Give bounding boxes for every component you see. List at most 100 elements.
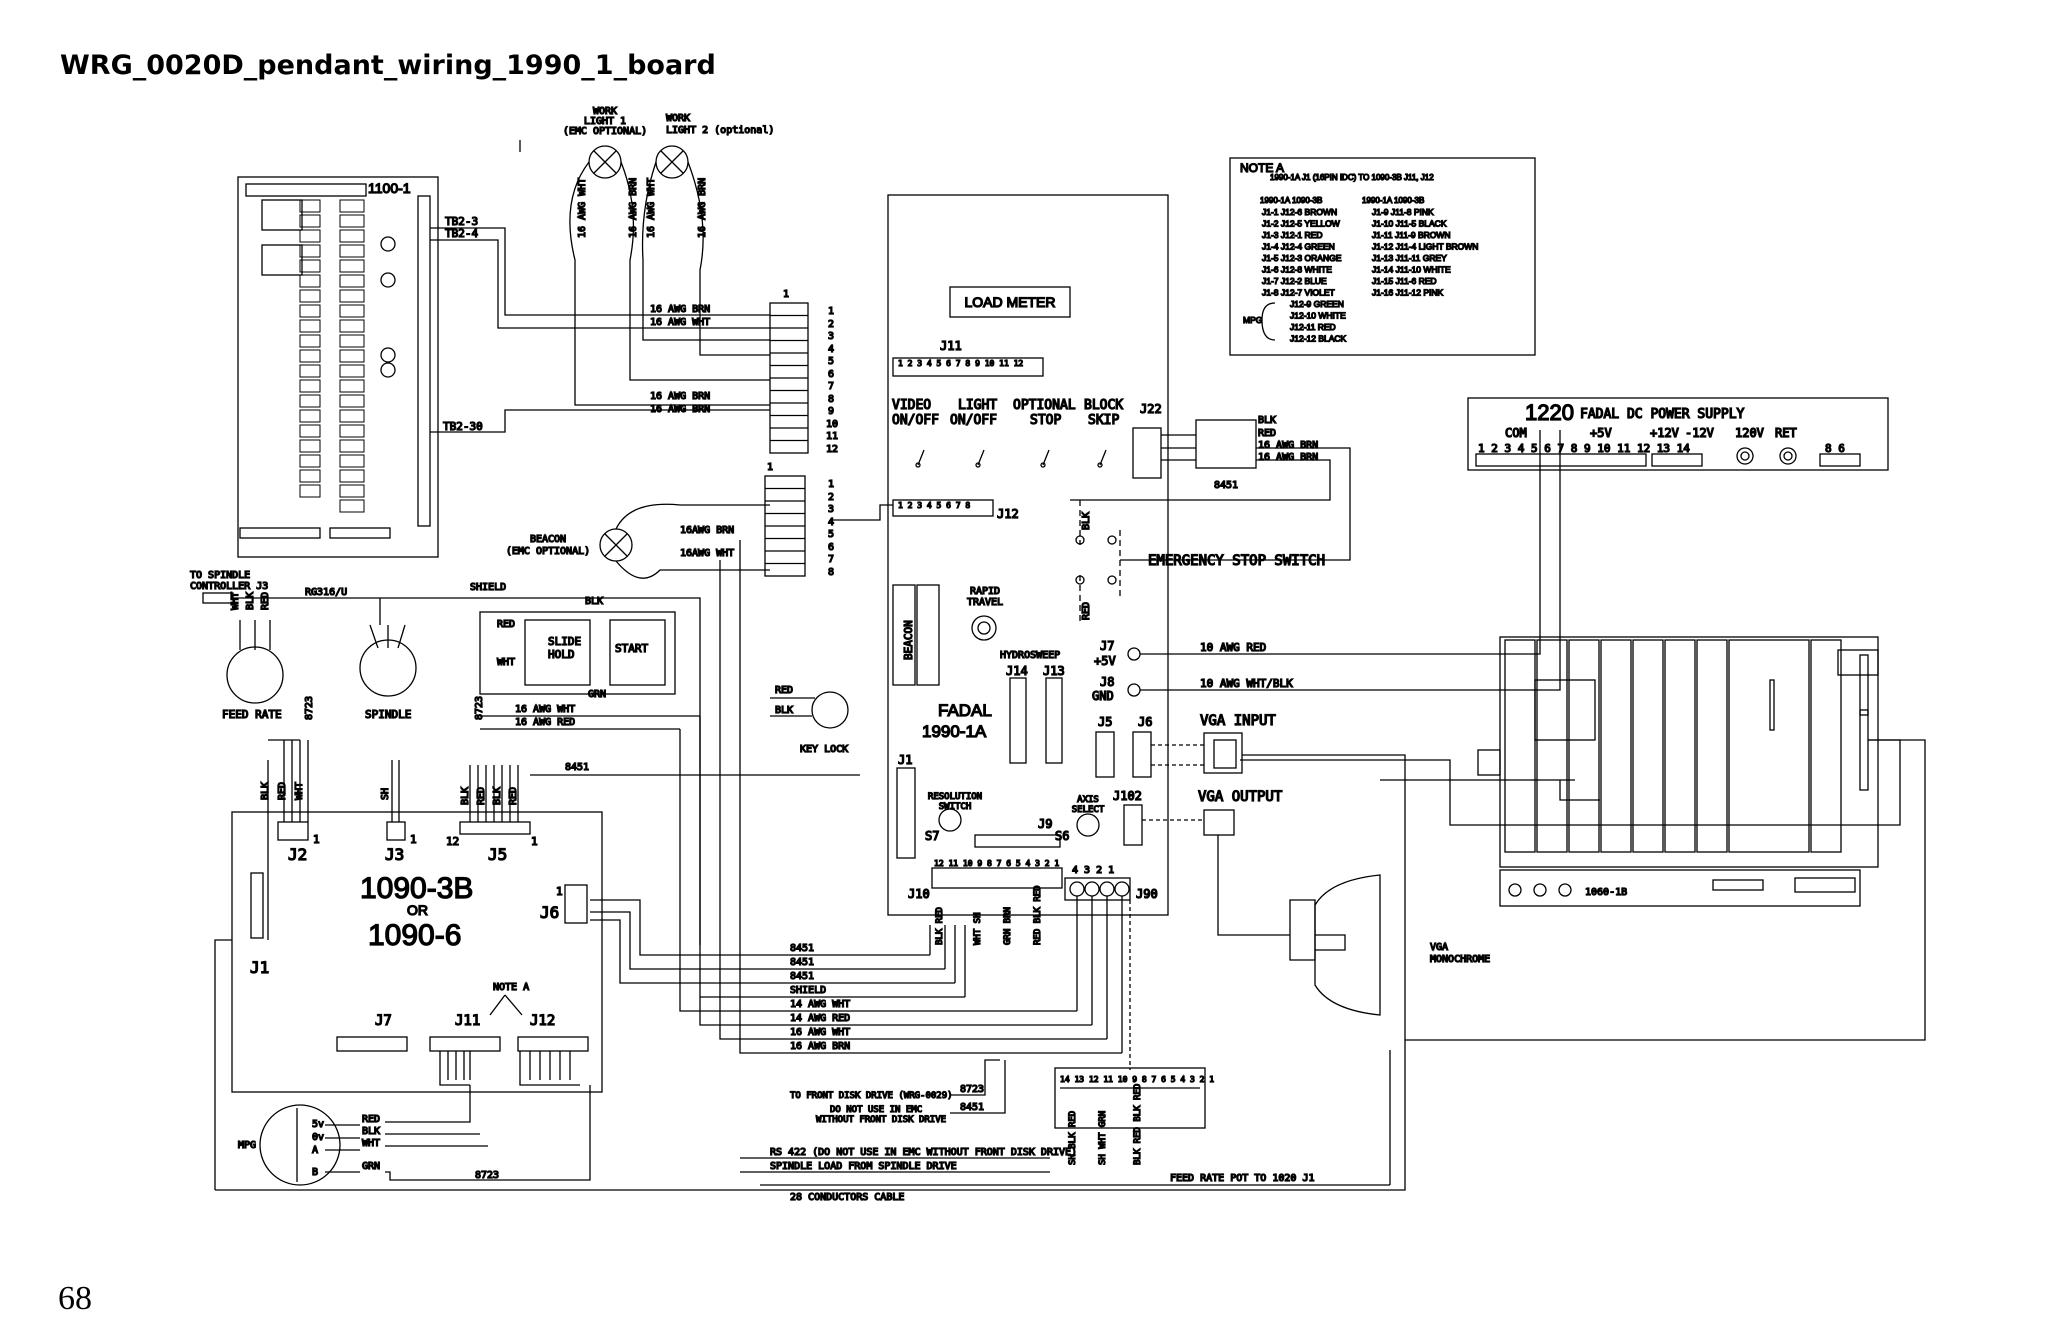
svg-text:RED: RED bbox=[1258, 428, 1276, 439]
svg-text:GRN: GRN bbox=[588, 689, 606, 700]
svg-text:BLK: BLK bbox=[1258, 415, 1276, 426]
svg-text:10: 10 bbox=[826, 419, 838, 430]
svg-text:7: 7 bbox=[828, 554, 834, 565]
svg-text:SHIELD: SHIELD bbox=[470, 582, 506, 593]
axis-select-switch: AXIS SELECT S6 bbox=[1054, 794, 1105, 843]
svg-text:J1-16 J11-12 PINK: J1-16 J11-12 PINK bbox=[1372, 288, 1444, 298]
svg-text:14 AWG WHT: 14 AWG WHT bbox=[790, 999, 850, 1010]
svg-text:RG316/U: RG316/U bbox=[305, 587, 347, 598]
svg-text:16 AWG BRN: 16 AWG BRN bbox=[1258, 452, 1318, 463]
svg-text:16 AWG WHT: 16 AWG WHT bbox=[646, 178, 657, 238]
svg-text:8723: 8723 bbox=[960, 1084, 984, 1095]
connector-j12-1990 bbox=[892, 499, 994, 517]
connector-j7-1090 bbox=[336, 1036, 408, 1052]
svg-text:4 3 2 1: 4 3 2 1 bbox=[1072, 865, 1114, 876]
wire-16awg-wht-beacon: 16AWG WHT bbox=[680, 548, 734, 559]
svg-text:1990-1A J1 (16PIN IDC) TO 1090: 1990-1A J1 (16PIN IDC) TO 1090-3B J11, J… bbox=[1270, 173, 1434, 182]
spindle-controller-plug bbox=[202, 592, 234, 604]
svg-text:J1-10 J11-5 BLACK: J1-10 J11-5 BLACK bbox=[1372, 219, 1447, 229]
svg-text:J5: J5 bbox=[1098, 715, 1112, 729]
svg-text:(EMC OPTIONAL): (EMC OPTIONAL) bbox=[506, 546, 590, 557]
svg-text:J7: J7 bbox=[375, 1013, 392, 1029]
svg-text:BLK: BLK bbox=[775, 705, 793, 716]
connector-j90 bbox=[1064, 877, 1131, 901]
vga-input-connector bbox=[1151, 732, 1406, 1040]
svg-text:5: 5 bbox=[828, 356, 834, 367]
svg-text:1: 1 bbox=[531, 835, 538, 848]
svg-text:7: 7 bbox=[828, 381, 834, 392]
svg-text:1: 1 bbox=[410, 833, 417, 846]
svg-text:28 CONDUCTORS CABLE: 28 CONDUCTORS CABLE bbox=[790, 1192, 904, 1203]
svg-text:0v: 0v bbox=[312, 1132, 324, 1143]
svg-text:BEACON: BEACON bbox=[902, 620, 915, 660]
svg-text:+5V: +5V bbox=[1590, 426, 1612, 440]
connector-j22 bbox=[1132, 427, 1162, 479]
vga-output-label: VGA OUTPUT bbox=[1198, 789, 1283, 805]
svg-text:TRAVEL: TRAVEL bbox=[967, 597, 1003, 608]
svg-text:RESOLUTION: RESOLUTION bbox=[928, 792, 982, 802]
svg-text:SH BLK RED: SH BLK RED bbox=[1068, 1111, 1078, 1165]
video-switch-label: VIDEO bbox=[892, 398, 931, 413]
svg-text:J1-1 J12-6 BROWN: J1-1 J12-6 BROWN bbox=[1262, 207, 1337, 217]
svg-text:BLK RED: BLK RED bbox=[935, 907, 945, 945]
connector-j102 bbox=[1123, 804, 1143, 846]
svg-text:+12V: +12V bbox=[1650, 426, 1679, 440]
vga-input-label: VGA INPUT bbox=[1200, 713, 1276, 729]
svg-text:8723: 8723 bbox=[475, 1170, 499, 1181]
svg-text:J5: J5 bbox=[488, 845, 507, 864]
svg-text:TO FRONT DISK DRIVE (WRG-0029): TO FRONT DISK DRIVE (WRG-0029) bbox=[790, 1091, 953, 1101]
svg-text:J1-13 J11-11 GREY: J1-13 J11-11 GREY bbox=[1372, 253, 1447, 263]
tb2-3-label: TB2-3 bbox=[445, 215, 478, 228]
connector-j1-1990 bbox=[896, 767, 916, 859]
resolution-switch: RESOLUTION SWITCH S7 bbox=[924, 791, 982, 843]
svg-text:RED: RED bbox=[476, 787, 487, 805]
svg-text:BLK: BLK bbox=[585, 596, 603, 607]
connector-j1-1090 bbox=[250, 872, 264, 939]
connector-j11-1990 bbox=[892, 357, 1044, 377]
svg-text:8: 8 bbox=[828, 567, 834, 578]
svg-text:4: 4 bbox=[828, 344, 834, 355]
svg-text:SPINDLE: SPINDLE bbox=[365, 708, 411, 721]
svg-text:J12-11 RED: J12-11 RED bbox=[1290, 322, 1336, 332]
svg-text:BLK: BLK bbox=[362, 1126, 380, 1137]
svg-text:BLK RED BLK RED: BLK RED BLK RED bbox=[1133, 1084, 1143, 1165]
board-1100-label: 1100-1 bbox=[368, 180, 411, 196]
svg-text:WHT: WHT bbox=[294, 782, 305, 800]
svg-text:2: 2 bbox=[828, 492, 834, 503]
svg-text:LIGHT 2 (optional): LIGHT 2 (optional) bbox=[666, 125, 774, 136]
svg-text:8451: 8451 bbox=[790, 943, 814, 954]
svg-text:MONOCHROME: MONOCHROME bbox=[1430, 954, 1490, 965]
svg-text:1 2 3 4 5 6 7 8 9 10 11 12: 1 2 3 4 5 6 7 8 9 10 11 12 bbox=[898, 359, 1023, 368]
svg-text:8451: 8451 bbox=[565, 762, 589, 773]
svg-text:J90: J90 bbox=[1136, 887, 1158, 901]
svg-text:120V: 120V bbox=[1735, 426, 1764, 440]
svg-text:1: 1 bbox=[783, 289, 789, 300]
toggle-switches bbox=[915, 449, 1107, 468]
svg-text:BLK: BLK bbox=[260, 782, 271, 800]
svg-text:ON/OFF: ON/OFF bbox=[950, 413, 997, 428]
wire-10awg-red: 10 AWG RED bbox=[1200, 641, 1266, 654]
svg-text:B: B bbox=[312, 1167, 318, 1178]
svg-text:1090-6: 1090-6 bbox=[368, 919, 461, 952]
svg-text:RET: RET bbox=[1775, 426, 1797, 440]
svg-text:12: 12 bbox=[826, 444, 838, 455]
svg-text:8723: 8723 bbox=[304, 696, 315, 720]
svg-text:BLK: BLK bbox=[245, 592, 256, 610]
svg-text:8: 8 bbox=[828, 394, 834, 405]
svg-text:16 AWG BRN: 16 AWG BRN bbox=[790, 1041, 850, 1052]
svg-text:11: 11 bbox=[826, 431, 838, 442]
svg-text:AXIS: AXIS bbox=[1077, 795, 1099, 805]
document-title: WRG_0020D_pendant_wiring_1990_1_board bbox=[60, 50, 716, 81]
svg-text:SPINDLE LOAD FROM SPINDLE DRIV: SPINDLE LOAD FROM SPINDLE DRIVE bbox=[770, 1161, 957, 1172]
wire-16awg-brn-1: 16 AWG BRN bbox=[650, 304, 710, 315]
svg-text:4: 4 bbox=[828, 517, 834, 528]
svg-text:J102: J102 bbox=[1113, 789, 1142, 803]
svg-text:1: 1 bbox=[313, 833, 320, 846]
svg-text:J1-8 J12-7 VIOLET: J1-8 J12-7 VIOLET bbox=[1262, 288, 1335, 298]
svg-text:LOAD METER: LOAD METER bbox=[964, 294, 1055, 310]
board-1990-name: FADAL bbox=[938, 701, 992, 720]
svg-text:J6: J6 bbox=[540, 903, 559, 922]
connector-j10 bbox=[931, 867, 1063, 889]
svg-text:SHIELD: SHIELD bbox=[790, 985, 826, 996]
svg-text:J1: J1 bbox=[898, 753, 912, 767]
